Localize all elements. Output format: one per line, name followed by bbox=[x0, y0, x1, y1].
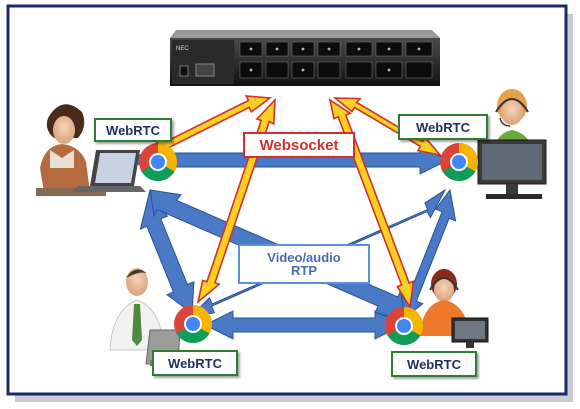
websocket-label: Websocket bbox=[243, 132, 355, 158]
webrtc-label-bottom-left: WebRTC bbox=[152, 350, 238, 376]
pbx-brand: NEC bbox=[176, 46, 189, 52]
ws-arrow-to-bottom-right bbox=[328, 98, 415, 310]
user-top-left bbox=[36, 104, 146, 196]
chrome-icon bbox=[385, 307, 423, 345]
chrome-icon bbox=[440, 143, 478, 181]
webrtc-label-top-left: WebRTC bbox=[94, 118, 172, 142]
ws-arrow-top-right bbox=[332, 97, 443, 157]
user-bottom-right bbox=[420, 269, 489, 348]
rtp-label-line1: Video/audio bbox=[267, 250, 341, 265]
user-top-right bbox=[477, 89, 547, 199]
chrome-icon bbox=[139, 143, 177, 181]
rtp-label-line2: RTP bbox=[291, 263, 317, 278]
rtp-label: Video/audio RTP bbox=[238, 244, 370, 284]
pbx-server: NEC bbox=[170, 30, 440, 86]
chrome-icon bbox=[174, 305, 212, 343]
webrtc-label-top-right: WebRTC bbox=[398, 114, 488, 140]
webrtc-label-bottom-right: WebRTC bbox=[391, 351, 477, 377]
